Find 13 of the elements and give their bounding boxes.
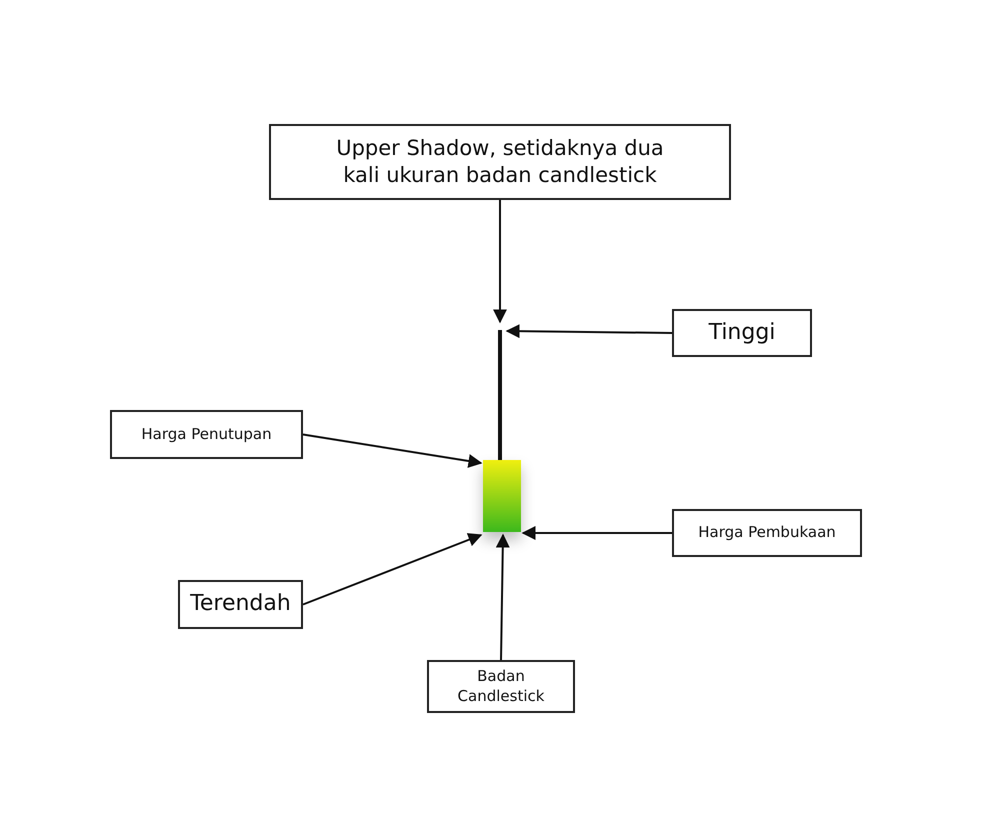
arrow xyxy=(493,200,507,324)
arrow xyxy=(506,324,672,338)
callout-box: Tinggi xyxy=(672,309,812,357)
arrow xyxy=(302,533,482,606)
arrow xyxy=(302,434,482,468)
arrow xyxy=(496,534,510,660)
arrow xyxy=(522,526,672,540)
callout-box: Harga Penutupan xyxy=(110,410,303,459)
callout-box: Badan Candlestick xyxy=(427,660,575,713)
callout-box: Terendah xyxy=(178,580,303,629)
candlestick-body xyxy=(483,460,521,532)
callout-box: Harga Pembukaan xyxy=(672,509,862,557)
callout-box: Upper Shadow, setidaknya dua kali ukuran badan candlestick xyxy=(269,124,731,200)
